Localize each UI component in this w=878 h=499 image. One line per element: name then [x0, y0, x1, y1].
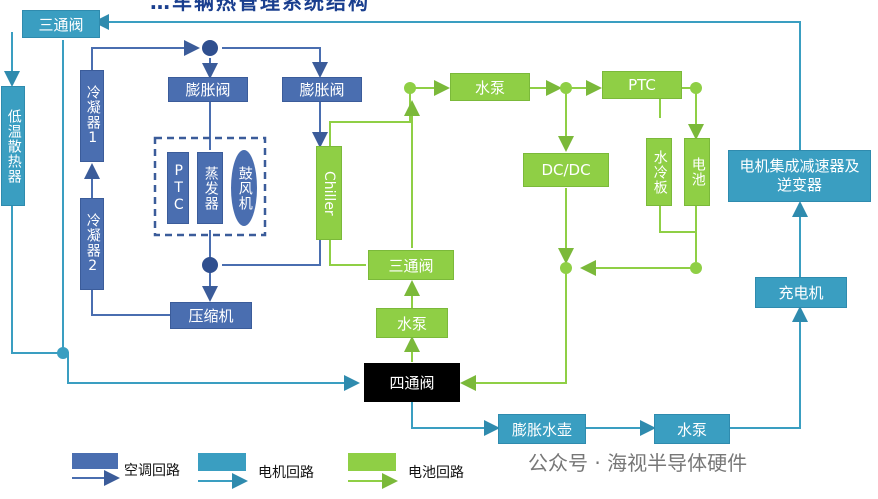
- watermark: 公众号 · 海视半导体硬件: [528, 451, 748, 475]
- ptc-battery: PTC: [602, 71, 682, 99]
- legend-label-ac: 空调回路: [124, 463, 180, 479]
- legend-label-battery: 电池回路: [408, 465, 464, 481]
- water-pump-bottom: 水泵: [654, 414, 730, 444]
- water-pump-mid: 水泵: [376, 308, 448, 338]
- legend-swatch-ac: [72, 453, 118, 469]
- low-temp-radiator: 低温散热器: [1, 86, 25, 206]
- ptc-hvac: PTC: [167, 152, 189, 224]
- node-bat-4: [560, 262, 572, 274]
- motor-integrated-unit: 电机集成减速器及逆变器: [728, 150, 871, 202]
- battery-loop: [329, 80, 704, 391]
- three-way-valve-mid: 三通阀: [368, 250, 454, 280]
- legend-swatch-motor: [198, 453, 246, 471]
- junction-nodes: [57, 40, 702, 359]
- condenser-2: 冷凝器2: [80, 198, 104, 290]
- dcdc: DC/DC: [523, 153, 609, 187]
- compressor: 压缩机: [170, 302, 252, 329]
- legend-arrows: [72, 470, 398, 489]
- node-ac-bottom: [202, 257, 218, 273]
- condenser-1: 冷凝器1: [80, 70, 104, 162]
- water-cooling-plate: 水冷板: [646, 138, 672, 206]
- legend-label-motor: 电机回路: [258, 465, 314, 481]
- charger: 充电机: [755, 277, 847, 308]
- blower: 鼓风机: [231, 150, 257, 226]
- hvac-module-frame: [153, 136, 267, 237]
- node-bat-3: [690, 82, 702, 94]
- ac-loop: [84, 40, 328, 316]
- legend-swatch-battery: [348, 453, 396, 471]
- three-way-valve-top: 三通阀: [22, 10, 100, 38]
- chiller: Chiller: [316, 146, 342, 240]
- node-bat-2: [560, 82, 572, 94]
- battery: 电池: [684, 138, 710, 206]
- evaporator: 蒸发器: [197, 152, 223, 224]
- four-way-valve: 四通阀: [364, 363, 460, 402]
- node-motor: [57, 347, 69, 359]
- node-ac-top: [202, 40, 218, 56]
- diagram-title: …车辆热管理系统结构: [150, 0, 370, 14]
- expansion-valve-left: 膨胀阀: [168, 77, 248, 102]
- node-bat-5: [690, 262, 702, 274]
- expansion-valve-right: 膨胀阀: [282, 77, 362, 102]
- expansion-tank: 膨胀水壶: [498, 414, 586, 444]
- water-pump-top: 水泵: [450, 73, 530, 101]
- node-bat-1: [404, 82, 416, 94]
